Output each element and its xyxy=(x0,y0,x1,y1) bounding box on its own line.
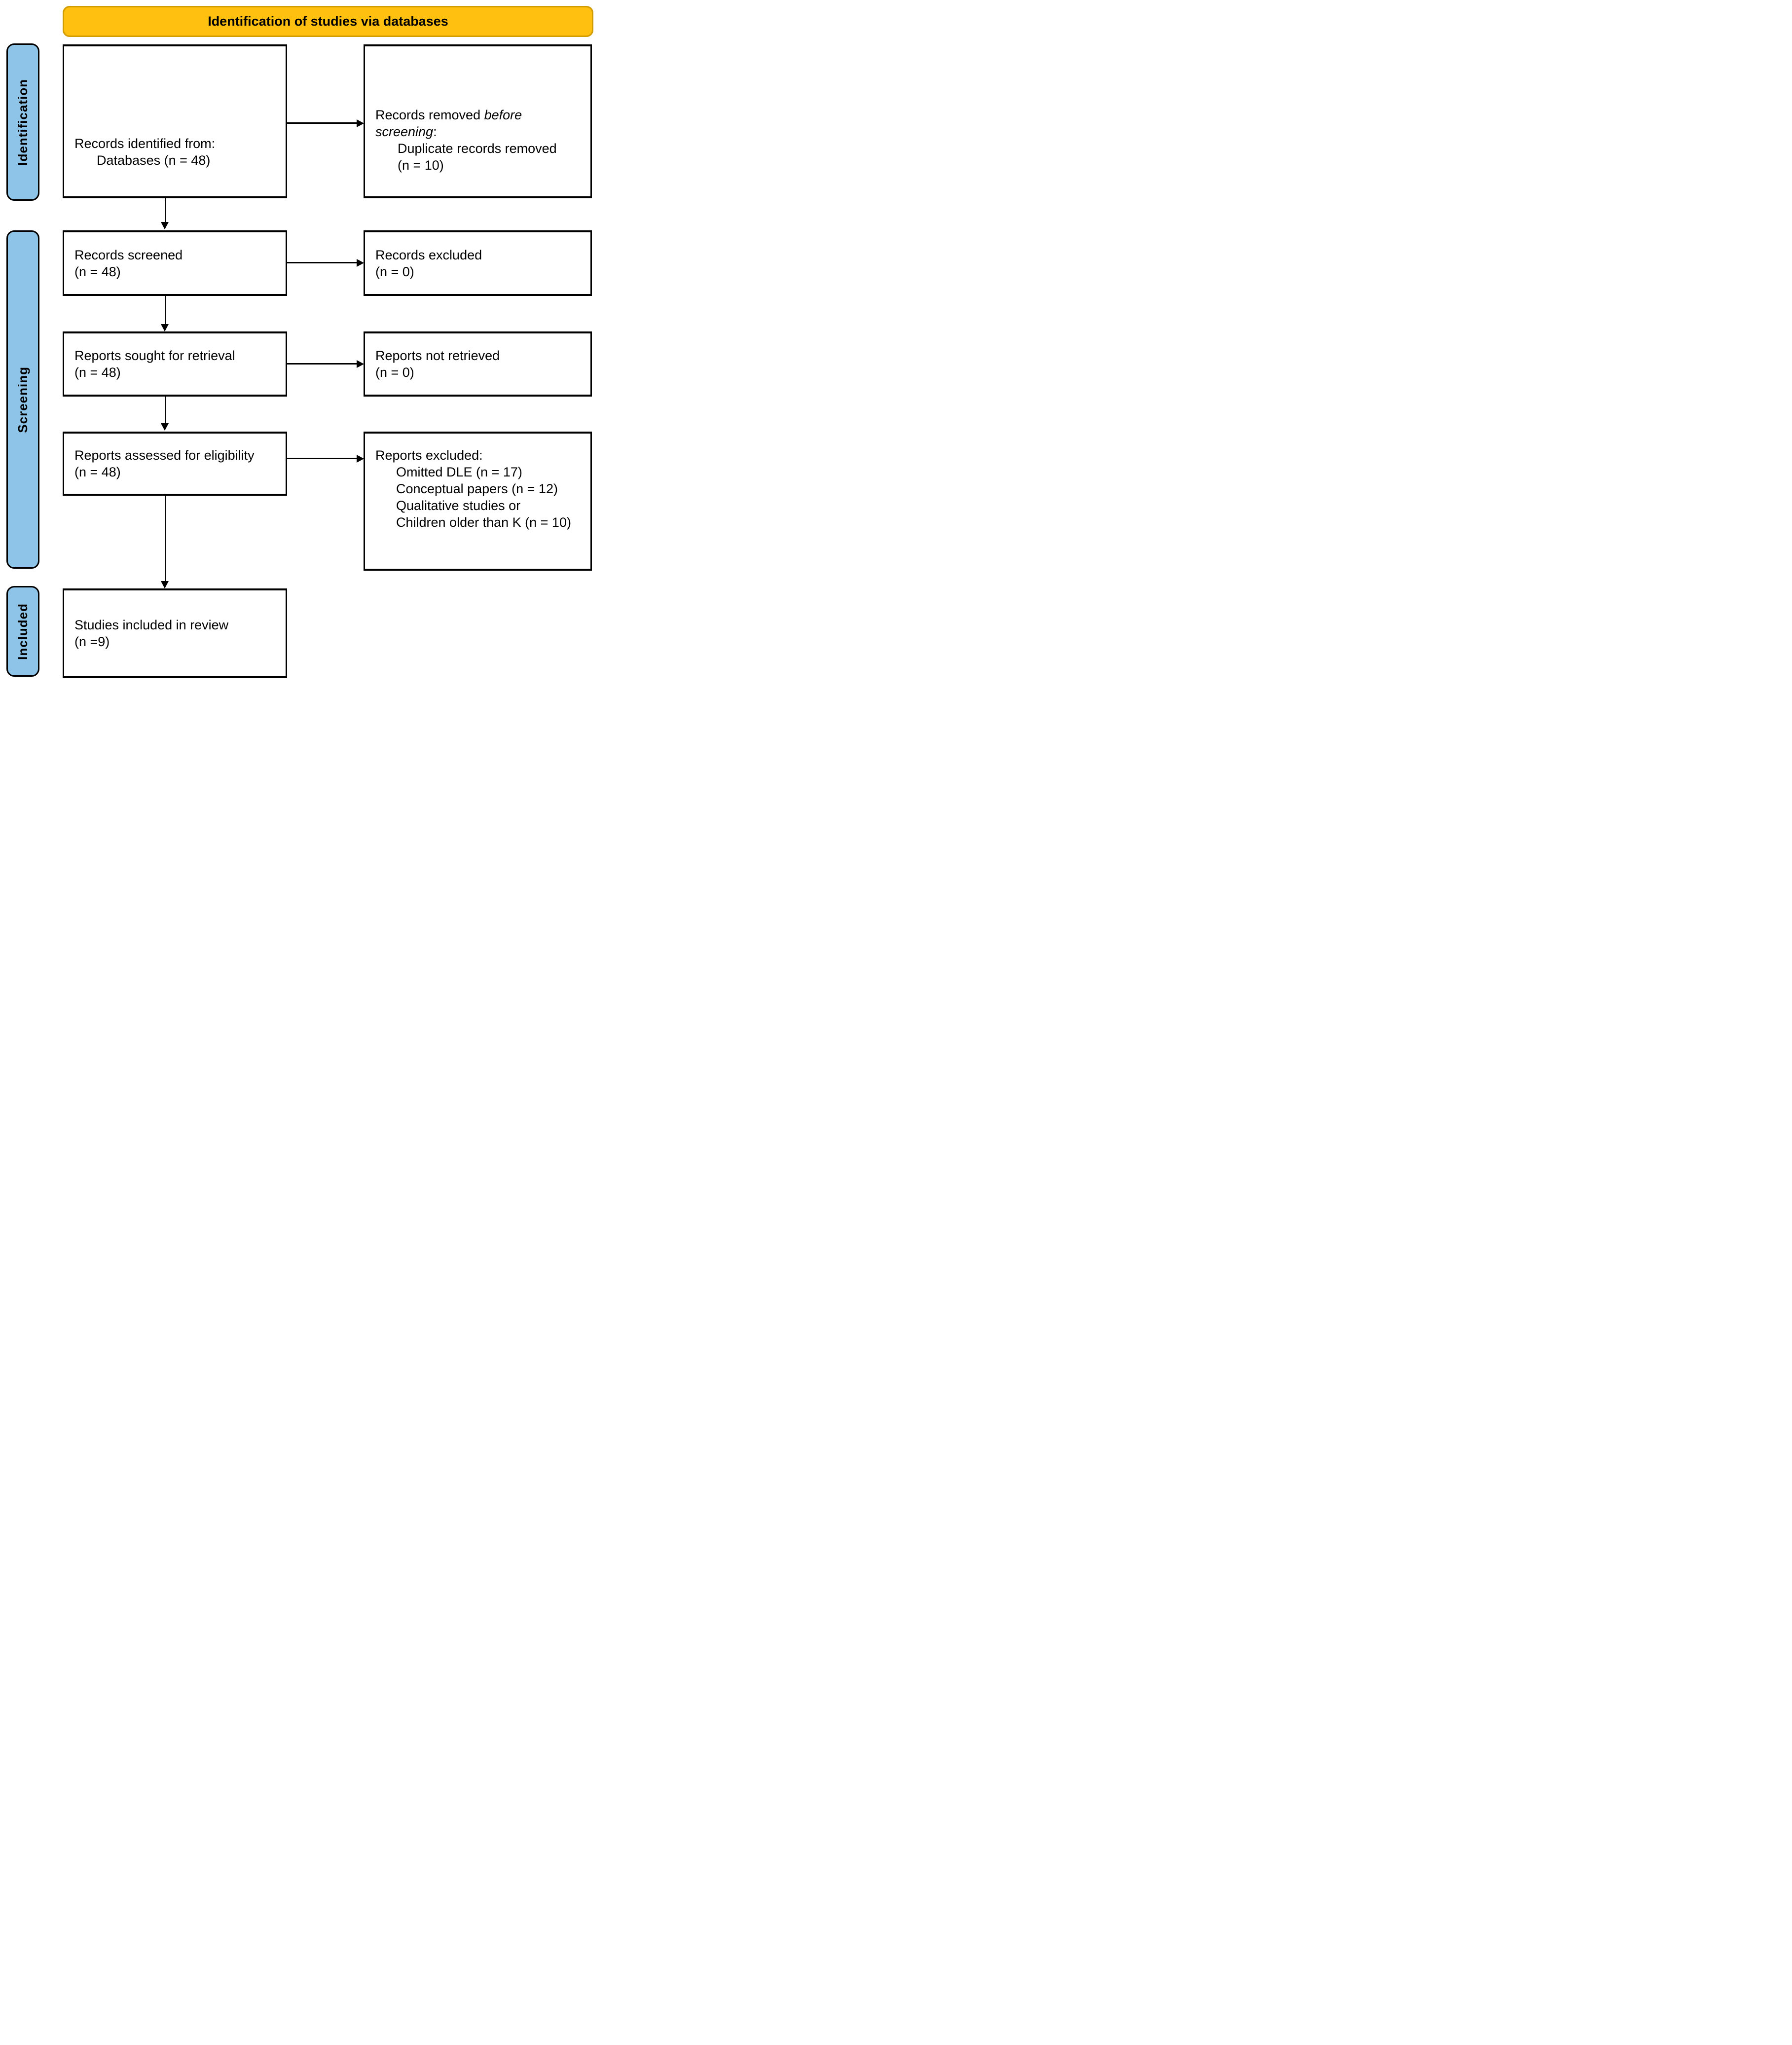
arrow-head-icon xyxy=(161,423,169,431)
text-line: screening: xyxy=(375,123,586,140)
box-records-excluded: Records excluded (n = 0) xyxy=(364,230,592,296)
arrow-shaft xyxy=(165,397,166,424)
sidebar-included: Included xyxy=(6,586,39,677)
header-title: Identification of studies via databases xyxy=(208,14,448,29)
text-line: Reports sought for retrieval xyxy=(74,348,235,363)
sidebar-identification: Identification xyxy=(6,43,39,201)
text-line: Conceptual papers (n = 12) xyxy=(396,481,558,496)
sidebar-identification-label: Identification xyxy=(15,78,30,166)
box-records-identified-text: Records identified from: Databases (n = … xyxy=(64,46,286,169)
arrow-shaft xyxy=(287,458,357,459)
text-line: Records excluded xyxy=(375,247,482,262)
arrow-shaft xyxy=(287,262,357,263)
sidebar-screening-label: Screening xyxy=(15,366,30,433)
arrow-head-icon xyxy=(161,222,169,229)
box-studies-included-text: Studies included in review (n =9) xyxy=(64,617,286,650)
box-reports-assessed: Reports assessed for eligibility (n = 48… xyxy=(63,432,287,496)
arrow-shaft xyxy=(165,198,166,223)
box-reports-excluded: Reports excluded: Omitted DLE (n = 17) C… xyxy=(364,432,592,571)
arrow-head-icon xyxy=(161,324,169,331)
arrow-shaft xyxy=(165,496,166,582)
box-reports-assessed-text: Reports assessed for eligibility (n = 48… xyxy=(64,447,286,480)
box-records-removed: Records removed before screening: Duplic… xyxy=(364,44,592,198)
arrow-shaft xyxy=(165,296,166,325)
sidebar-screening: Screening xyxy=(6,230,39,569)
text-run: Records removed xyxy=(375,108,484,122)
text-line: Studies included in review xyxy=(74,618,229,632)
arrow-head-icon xyxy=(357,455,364,463)
prisma-flow-diagram: Identification of studies via databases … xyxy=(0,0,597,682)
text-line: (n = 48) xyxy=(74,264,121,279)
box-reports-sought: Reports sought for retrieval (n = 48) xyxy=(63,331,287,397)
text-line: (n = 10) xyxy=(398,158,444,173)
text-run-italic: before xyxy=(484,108,522,122)
arrow-head-icon xyxy=(357,360,364,368)
text-line: Reports excluded: xyxy=(375,448,483,463)
text-line: Records removed before xyxy=(375,107,586,123)
sidebar-included-label: Included xyxy=(15,603,30,660)
box-reports-not-retrieved-text: Reports not retrieved (n = 0) xyxy=(365,347,590,381)
text-line: Databases (n = 48) xyxy=(97,153,211,168)
arrow-shaft xyxy=(287,122,357,124)
text-line: (n = 0) xyxy=(375,264,414,279)
text-line: Records identified from: xyxy=(74,136,216,151)
box-reports-sought-text: Reports sought for retrieval (n = 48) xyxy=(64,347,286,381)
box-reports-excluded-text: Reports excluded: Omitted DLE (n = 17) C… xyxy=(365,434,590,531)
text-line: (n = 0) xyxy=(375,365,414,380)
box-reports-not-retrieved: Reports not retrieved (n = 0) xyxy=(364,331,592,397)
text-line: (n = 48) xyxy=(74,465,121,479)
text-line: (n = 48) xyxy=(74,365,121,380)
box-studies-included: Studies included in review (n =9) xyxy=(63,588,287,678)
box-records-excluded-text: Records excluded (n = 0) xyxy=(365,247,590,280)
text-line: Duplicate records removed xyxy=(398,141,557,156)
text-run: : xyxy=(433,124,437,139)
arrow-head-icon xyxy=(357,119,364,127)
box-records-screened-text: Records screened (n = 48) xyxy=(64,247,286,280)
box-records-removed-text: Records removed before screening: Duplic… xyxy=(365,46,590,174)
box-records-identified: Records identified from: Databases (n = … xyxy=(63,44,287,198)
text-line: Records screened xyxy=(74,247,183,262)
text-line: Qualitative studies or xyxy=(396,498,521,513)
arrow-head-icon xyxy=(161,581,169,588)
text-line: Omitted DLE (n = 17) xyxy=(396,465,522,479)
text-line: Children older than K (n = 10) xyxy=(396,515,571,530)
box-records-screened: Records screened (n = 48) xyxy=(63,230,287,296)
arrow-head-icon xyxy=(357,259,364,267)
header-banner: Identification of studies via databases xyxy=(63,6,593,37)
text-line: Reports assessed for eligibility xyxy=(74,448,255,463)
text-line: Reports not retrieved xyxy=(375,348,500,363)
arrow-shaft xyxy=(287,363,357,365)
text-line: (n =9) xyxy=(74,634,110,649)
text-run-italic: screening xyxy=(375,124,434,139)
